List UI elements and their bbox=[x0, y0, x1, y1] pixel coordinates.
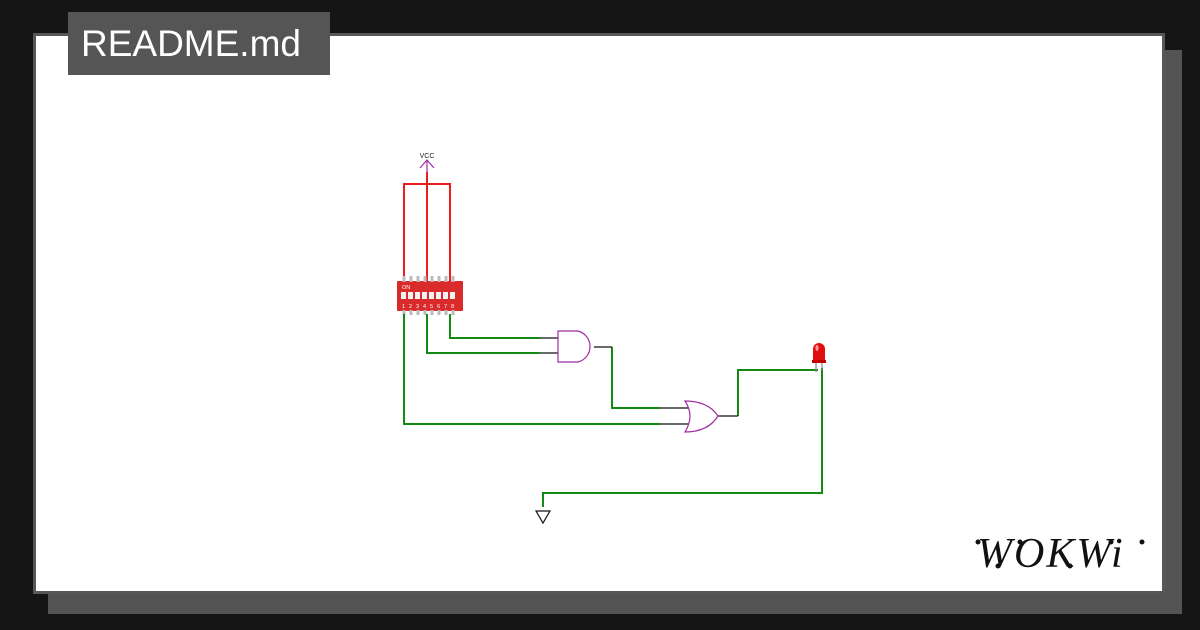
ground-symbol bbox=[534, 510, 552, 525]
gate-leads bbox=[540, 337, 738, 425]
wokwi-logo: WOKWi bbox=[975, 531, 1145, 577]
and-gate[interactable] bbox=[557, 330, 591, 363]
dip-switch-pins-top bbox=[402, 276, 455, 282]
dip-pin-label: 8 bbox=[451, 304, 454, 310]
vcc-symbol bbox=[419, 159, 435, 172]
signal-wires bbox=[403, 314, 823, 507]
dip-pin-label: 7 bbox=[444, 304, 447, 310]
dip-pin-label: 6 bbox=[437, 304, 440, 310]
dip-switch-pins-bottom bbox=[402, 310, 455, 315]
vcc-label: VCC bbox=[420, 153, 435, 160]
led[interactable] bbox=[812, 343, 826, 372]
preview-card bbox=[33, 33, 1165, 594]
dip-pin-label: 1 bbox=[402, 304, 405, 310]
dip-pin-label: 3 bbox=[416, 304, 419, 310]
dip-pin-label: 2 bbox=[409, 304, 412, 310]
or-gate[interactable] bbox=[683, 400, 719, 433]
dip-on-label: ON bbox=[402, 285, 410, 291]
dip-switch[interactable]: ON 1 2 3 4 5 6 7 8 bbox=[397, 276, 463, 315]
dip-switch-toggles bbox=[401, 292, 455, 299]
wokwi-logo-text: WOKWi bbox=[977, 531, 1125, 577]
readme-file-label: README.md bbox=[68, 12, 330, 75]
dip-pin-label: 5 bbox=[430, 304, 433, 310]
dip-pin-label: 4 bbox=[423, 304, 426, 310]
vcc-wires bbox=[403, 172, 451, 283]
